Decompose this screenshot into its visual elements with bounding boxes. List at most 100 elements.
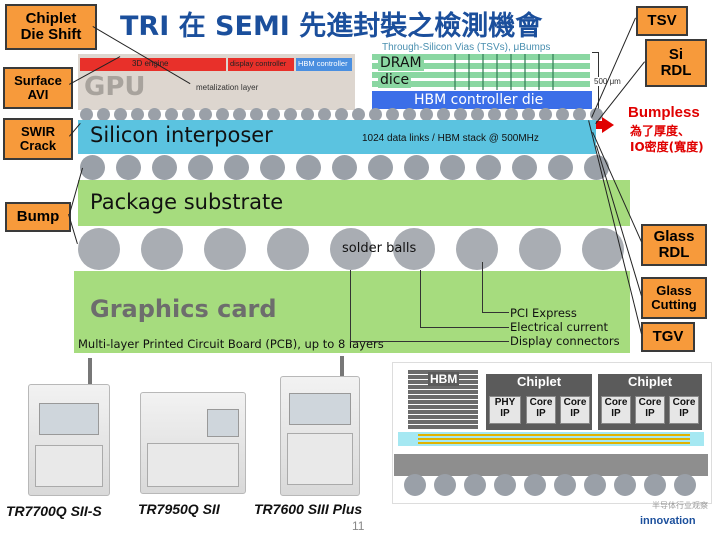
package-ball (674, 474, 696, 496)
chiplet-label-2: Chiplet (627, 374, 673, 389)
c4-bump (548, 155, 573, 180)
package-substrate-label: Package substrate (90, 190, 284, 214)
silicon-interposer-label: Silicon interposer (90, 123, 273, 147)
c4-bump (80, 155, 105, 180)
c4-bump (476, 155, 501, 180)
bumpless-title: Bumpless (628, 104, 700, 121)
package-ball (614, 474, 636, 496)
c4-bump (512, 155, 537, 180)
micro-bump (301, 108, 314, 121)
solder-ball (519, 228, 561, 270)
micro-bump (335, 108, 348, 121)
silicon-interposer (78, 120, 596, 154)
package-ball (494, 474, 516, 496)
micro-bump (352, 108, 365, 121)
label-surface-avi: Surface AVI (3, 67, 73, 109)
c4-bump (404, 155, 429, 180)
solder-ball (267, 228, 309, 270)
hbm-controller-label: HBM controller (298, 59, 348, 68)
c4-bump (296, 155, 321, 180)
hbm-controller-die-label: HBM controller die (414, 92, 544, 108)
machine-label-2: TR7600 SIII Plus (254, 501, 363, 517)
label-tsv: TSV (636, 6, 688, 36)
micro-bump (250, 108, 263, 121)
display-controller-block (228, 58, 294, 71)
machine-door (147, 443, 239, 487)
micro-bump (556, 108, 569, 121)
current-line (420, 270, 509, 328)
machine-window (39, 403, 99, 435)
interposer-wiring (418, 434, 690, 444)
micro-bump (182, 108, 195, 121)
micro-bump (318, 108, 331, 121)
machine-label-0: TR7700Q SII-S (6, 503, 102, 519)
micro-bump (369, 108, 382, 121)
micro-bump (148, 108, 161, 121)
chiplet-label-1: Chiplet (516, 374, 562, 389)
solder-ball (393, 228, 435, 270)
pci-line (482, 262, 509, 313)
c4-bump (188, 155, 213, 180)
core-ip-2: Core IP (560, 396, 590, 424)
pci-express-label: PCI Express (510, 306, 577, 320)
pcb-label: Multi-layer Printed Circuit Board (PCB),… (78, 337, 384, 351)
machine-label-1: TR7950Q SII (138, 501, 220, 517)
tsv-label: Through-Silicon Vias (TSVs), μBumps (382, 42, 551, 53)
machine-door (287, 433, 353, 485)
machine-tr7600 (280, 376, 360, 496)
micro-bump (420, 108, 433, 121)
package-ball (464, 474, 486, 496)
micro-bump (471, 108, 484, 121)
micro-bump (97, 108, 110, 121)
bumpless-line2: IO密度(寬度) (630, 140, 704, 154)
bumpless-arrow (602, 117, 614, 133)
engine-3d-label: 3D engine (132, 59, 169, 68)
label-bump: Bump (5, 202, 71, 232)
solder-balls-label: solder balls (342, 241, 417, 256)
micro-bump (488, 108, 501, 121)
data-links-label: 1024 data links / HBM stack @ 500MHz (362, 133, 539, 144)
micro-bump (80, 108, 93, 121)
electrical-current-label: Electrical current (510, 320, 608, 334)
core-ip-4: Core IP (635, 396, 665, 424)
dram-label: DRAM (378, 55, 424, 71)
core-ip-1: Core IP (526, 396, 556, 424)
machine-window (207, 409, 239, 437)
machine-tr7950q (140, 392, 246, 494)
watermark: 半导体行业观察 (652, 501, 708, 510)
micro-bump (403, 108, 416, 121)
solder-ball (78, 228, 120, 270)
label-chiplet-die-shift: Chiplet Die Shift (5, 4, 97, 50)
micro-bump (386, 108, 399, 121)
label-glass-rdl: Glass RDL (641, 224, 707, 266)
micro-bump (216, 108, 229, 121)
micro-bump (284, 108, 297, 121)
machine-window (289, 393, 351, 425)
substrate-strip (394, 454, 708, 476)
micro-bump (454, 108, 467, 121)
micro-bump (505, 108, 518, 121)
solder-ball (141, 228, 183, 270)
micro-bump (233, 108, 246, 121)
graphics-card (74, 271, 630, 353)
core-ip-3: Core IP (601, 396, 631, 424)
phy-ip: PHY IP (489, 396, 521, 424)
micro-bump (573, 108, 586, 121)
machine-door (35, 445, 103, 487)
hbm-controller-block (296, 58, 352, 71)
micro-bump (539, 108, 552, 121)
package-substrate (78, 180, 630, 226)
c4-bump (152, 155, 177, 180)
bumpless-arrow-tail (596, 121, 604, 129)
c4-bump (260, 155, 285, 180)
package-ball (554, 474, 576, 496)
display-line (350, 270, 509, 342)
solder-ball (330, 228, 372, 270)
c4-bump (368, 155, 393, 180)
machine-tr7700q (28, 384, 110, 496)
package-ball (434, 474, 456, 496)
core-ip-5: Core IP (669, 396, 699, 424)
metalization-layer-label: metalization layer (196, 83, 259, 92)
page-number: 11 (352, 519, 365, 533)
solder-ball (204, 228, 246, 270)
